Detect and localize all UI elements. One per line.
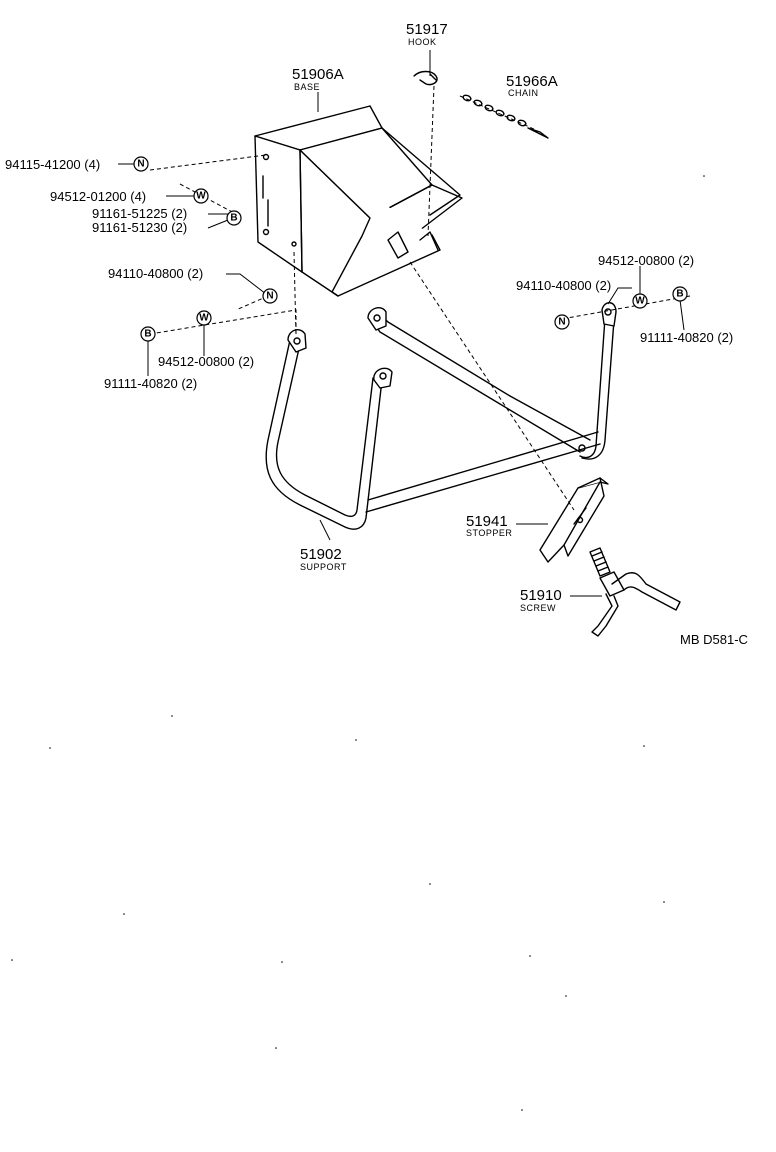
fastener-labels: 94115-41200 (4) 94512-01200 (4) 91161-51… — [5, 157, 733, 391]
part-labels: 51917 HOOK 51966A CHAIN 51906A BASE 5190… — [292, 21, 562, 613]
stopper-number: 51941 — [466, 513, 508, 530]
base-bolt-b-label: 91161-51230 (2) — [92, 220, 187, 235]
left-bolt-symbol: B — [144, 329, 151, 340]
base-washer-label: 94512-01200 (4) — [50, 189, 146, 204]
support-part — [265, 302, 617, 530]
chain-number: 51966A — [506, 73, 558, 90]
screw-name: SCREW — [520, 603, 556, 613]
base-bolt-a-label: 91161-51225 (2) — [92, 206, 187, 221]
diagram-code: MB D581-C — [680, 632, 748, 647]
fastener-symbols: N W B N W B N W B — [133, 156, 688, 342]
base-name: BASE — [294, 82, 320, 92]
base-nut-symbol: N — [137, 159, 144, 170]
base-number: 51906A — [292, 66, 344, 83]
stopper-part — [539, 477, 609, 563]
base-nut-label: 94115-41200 (4) — [5, 157, 100, 172]
base-bolt-symbol: B — [230, 213, 237, 224]
hook-number: 51917 — [406, 21, 448, 38]
right-washer-symbol: W — [635, 296, 645, 307]
right-washer-label: 94512-00800 (2) — [598, 253, 694, 268]
support-number: 51902 — [300, 546, 342, 563]
left-washer-label: 94512-00800 (2) — [158, 354, 254, 369]
left-nut-symbol: N — [266, 291, 273, 302]
base-part — [254, 105, 463, 297]
assembly-lines — [149, 85, 691, 511]
chain-name: CHAIN — [508, 88, 539, 98]
leader-lines — [118, 50, 685, 597]
right-nut-symbol: N — [558, 317, 565, 328]
right-bolt-label: 91111-40820 (2) — [640, 330, 733, 345]
left-washer-symbol: W — [199, 313, 209, 324]
screw-number: 51910 — [520, 587, 562, 604]
right-nut-label: 94110-40800 (2) — [516, 278, 611, 293]
hook-name: HOOK — [408, 37, 437, 47]
chain-part — [462, 94, 549, 139]
base-washer-symbol: W — [196, 191, 206, 202]
stopper-name: STOPPER — [466, 528, 512, 538]
left-nut-label: 94110-40800 (2) — [108, 266, 203, 281]
left-bolt-label: 91111-40820 (2) — [104, 376, 197, 391]
hook-part — [413, 70, 438, 86]
screw-part — [589, 547, 681, 637]
scan-specks — [11, 175, 705, 1111]
support-name: SUPPORT — [300, 562, 347, 572]
right-bolt-symbol: B — [676, 289, 683, 300]
